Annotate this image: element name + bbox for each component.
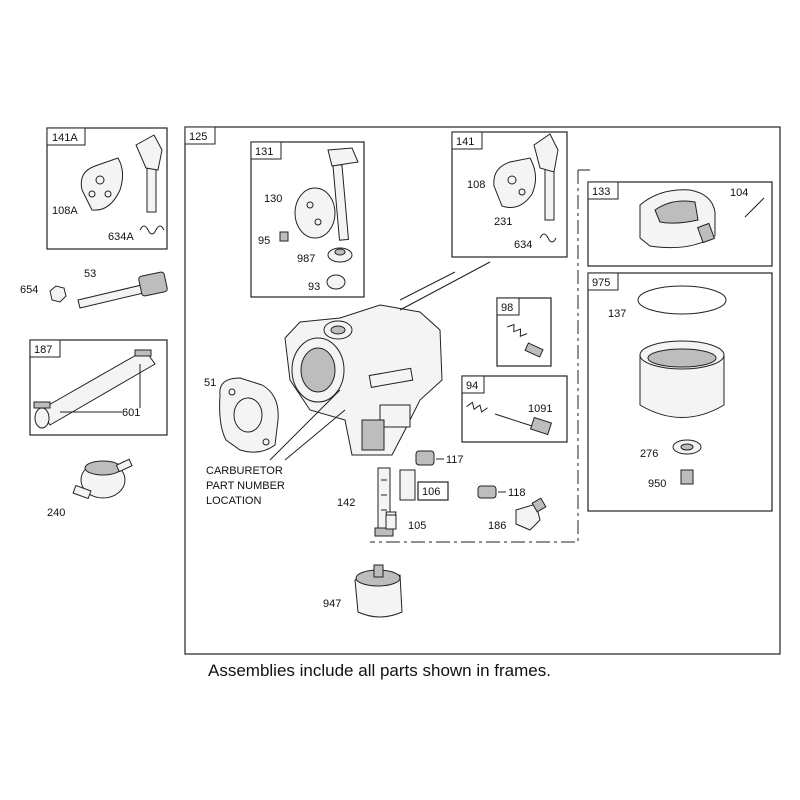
frame-98: 98	[496, 297, 552, 367]
label-104: 104	[730, 187, 748, 199]
frame-label-98: 98	[501, 302, 513, 314]
label-1091: 1091	[528, 403, 552, 415]
caption-text: Assemblies include all parts shown in fr…	[208, 661, 551, 680]
label-130: 130	[264, 193, 282, 205]
frame-label-106: 106	[422, 486, 440, 498]
part-105: 105	[385, 511, 426, 532]
screw-950	[680, 469, 694, 485]
frame-label-975: 975	[592, 277, 610, 289]
label-108A: 108A	[52, 205, 78, 217]
frame-133: 133 104	[587, 181, 773, 267]
frame-975: 975 137 276 950	[587, 272, 773, 512]
label-634: 634	[514, 239, 532, 251]
frame-131: 131 130 95 987 93	[250, 141, 365, 298]
label-634A: 634A	[108, 231, 134, 243]
label-51: 51	[204, 377, 216, 389]
frame-label-125: 125	[189, 131, 207, 143]
spring-634	[539, 233, 557, 243]
label-231: 231	[494, 216, 512, 228]
gasket-51: 51	[204, 377, 279, 453]
carb-note: CARBURETOR PART NUMBER LOCATION	[206, 389, 346, 507]
fuel-filter-240: 240	[47, 458, 133, 519]
part-142: 142	[337, 467, 394, 537]
washer-93	[326, 274, 346, 290]
frame-141: 141 108 231 634	[451, 131, 568, 258]
float-bowl	[639, 354, 725, 418]
throttle-plate-141A	[80, 157, 124, 211]
frame-label-187: 187	[34, 344, 52, 356]
note-line-3: LOCATION	[206, 495, 261, 507]
label-93: 93	[308, 281, 320, 293]
label-950: 950	[648, 478, 666, 490]
lever-141A	[135, 134, 163, 171]
part-947: 947	[323, 564, 403, 618]
label-654: 654	[20, 284, 38, 296]
throttle-shaft	[544, 164, 555, 221]
label-601: 601	[122, 407, 140, 419]
part-117: 117	[415, 450, 464, 466]
frame-label-94: 94	[466, 380, 478, 392]
frame-label-131: 131	[255, 146, 273, 158]
note-line-1: CARBURETOR	[206, 465, 283, 477]
frame-125: 125	[184, 126, 781, 655]
frame-label-141: 141	[456, 136, 474, 148]
label-117: 117	[446, 454, 464, 466]
label-108: 108	[467, 179, 485, 191]
label-118: 118	[508, 487, 526, 499]
choke-shaft	[332, 164, 350, 241]
frame-label-141A: 141A	[52, 132, 78, 144]
nut-654	[49, 285, 67, 303]
frame-label-133: 133	[592, 186, 610, 198]
label-142: 142	[337, 497, 355, 509]
choke-plate-130	[294, 187, 336, 239]
gasket-137	[637, 285, 727, 315]
label-947: 947	[323, 598, 341, 610]
frame-94: 94 1091	[461, 375, 568, 443]
frame-106: 106	[399, 469, 449, 501]
screw-95	[279, 231, 289, 242]
label-95: 95	[258, 235, 270, 247]
frame-187: 187 601	[29, 339, 168, 436]
frame-141A: 141A 108A 634A	[46, 127, 168, 250]
spring-634A	[139, 225, 165, 235]
carburetor-body	[284, 261, 491, 456]
loose-parts-left: 654 53	[20, 268, 168, 309]
part-186: 186	[488, 497, 547, 532]
label-105: 105	[408, 520, 426, 532]
part-118: 118	[477, 485, 526, 499]
leader-dashed	[370, 170, 579, 543]
label-186: 186	[488, 520, 506, 532]
label-53: 53	[84, 268, 96, 280]
label-240: 240	[47, 507, 65, 519]
label-137: 137	[608, 308, 626, 320]
label-276: 276	[640, 448, 658, 460]
note-line-2: PART NUMBER	[206, 480, 285, 492]
label-987: 987	[297, 253, 315, 265]
